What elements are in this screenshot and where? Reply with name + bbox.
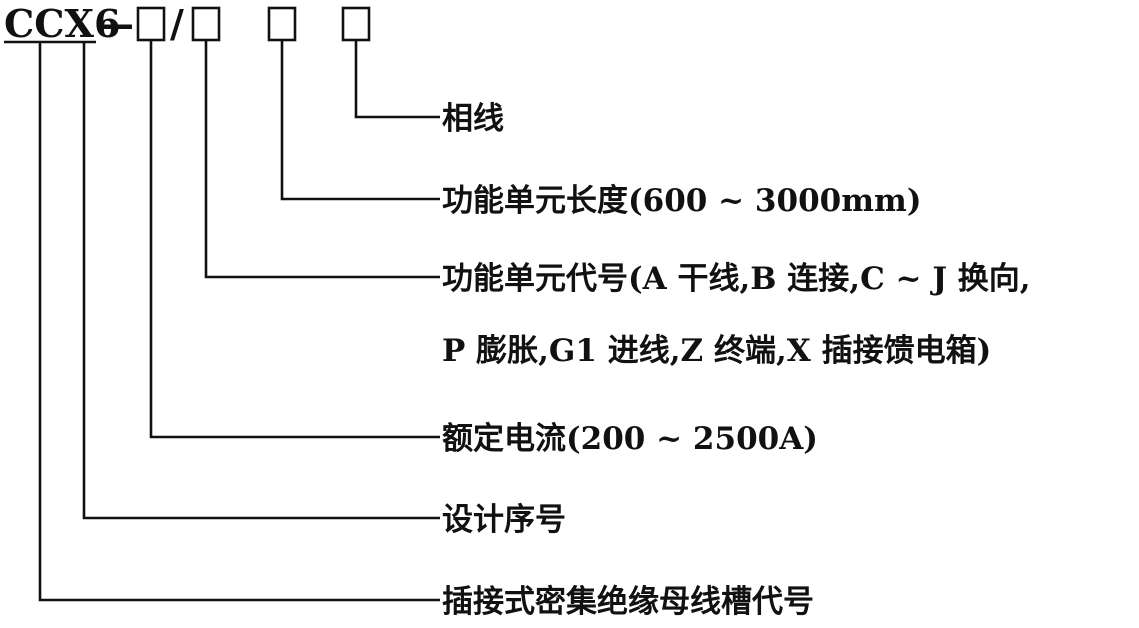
label-type-code: 插接式密集绝缘母线槽代号 xyxy=(442,584,814,620)
model-dash: — xyxy=(96,1,134,46)
label-unit-code-line1: 功能单元代号(A 干线,B 连接,C ~ J 换向, xyxy=(442,261,1031,297)
leader-line-phase xyxy=(354,40,440,119)
leader-line-rated-current xyxy=(149,40,440,439)
placeholder-box-rated-current xyxy=(136,6,166,42)
placeholder-box-unit-length xyxy=(267,6,297,42)
label-unit-length: 功能单元长度(600 ~ 3000mm) xyxy=(442,183,922,219)
leader-line-type-code xyxy=(38,42,440,602)
label-design-serial: 设计序号 xyxy=(442,502,566,538)
model-code: CCX6 xyxy=(4,1,120,46)
placeholder-box-phase xyxy=(341,6,371,42)
leader-line-unit-code xyxy=(204,40,440,279)
leader-line-unit-length xyxy=(280,40,440,201)
label-rated-current: 额定电流(200 ~ 2500A) xyxy=(442,421,818,457)
placeholder-box-unit-code xyxy=(191,6,221,42)
leader-line-design-serial xyxy=(82,42,440,520)
label-unit-code-line2: P 膨胀,G1 进线,Z 终端,X 插接馈电箱) xyxy=(442,333,991,369)
model-slash: / xyxy=(170,1,184,46)
label-phase-line: 相线 xyxy=(442,101,504,137)
